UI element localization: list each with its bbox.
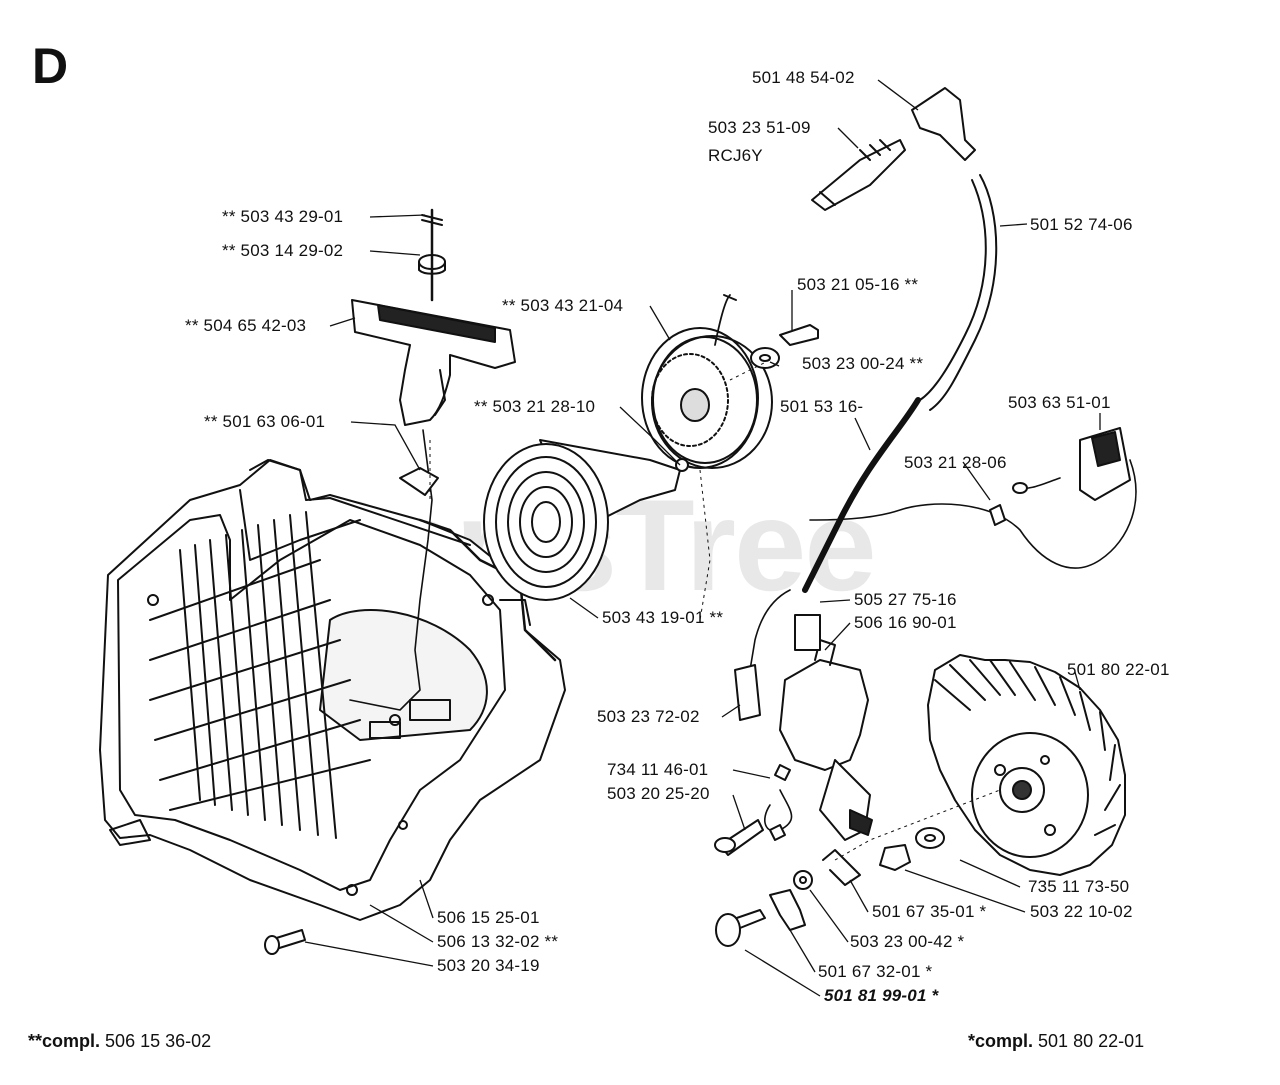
part-label: 501 52 74-06 <box>1030 215 1133 234</box>
part-label: 506 13 32-02 ** <box>437 932 559 951</box>
recoil-spring-drawing <box>483 439 689 601</box>
part-label: 501 48 54-02 <box>752 68 855 87</box>
part-label: 503 63 51-01 <box>1008 393 1111 412</box>
starter-handle-drawing <box>349 208 516 711</box>
part-label: 501 80 22-01 <box>1067 660 1170 679</box>
footer-right-prefix: *compl. <box>968 1031 1034 1051</box>
rope-pulley-drawing <box>641 294 773 469</box>
part-label: 503 43 19-01 ** <box>602 608 724 627</box>
part-label: 505 27 75-16 <box>854 590 957 609</box>
footer-left-value: 506 15 36-02 <box>105 1031 212 1051</box>
footer-right: *compl. 501 80 22-01 <box>968 1030 1144 1052</box>
part-label: 734 11 46-01 <box>607 760 709 779</box>
stop-switch-drawing <box>809 427 1137 569</box>
part-label: RCJ6Y <box>708 146 763 165</box>
part-label: 503 22 10-02 <box>1030 902 1133 921</box>
grille-slats <box>149 511 371 839</box>
part-label: 506 15 25-01 <box>437 908 540 927</box>
small-hardware-drawing <box>264 764 945 955</box>
part-label: 501 81 99-01 * <box>824 986 939 1005</box>
dashed-assembly-lines <box>429 359 1001 861</box>
ignition-module-drawing <box>734 589 873 841</box>
part-label: 503 21 28-06 <box>904 453 1007 472</box>
leader-lines <box>304 79 1101 997</box>
footer-right-value: 501 80 22-01 <box>1038 1031 1145 1051</box>
starter-housing-drawing <box>99 459 566 921</box>
part-label: ** 501 63 06-01 <box>204 412 326 431</box>
part-label: ** 503 14 29-02 <box>222 241 344 260</box>
part-label: 503 20 34-19 <box>437 956 540 975</box>
footer-left-prefix: **compl. <box>28 1031 101 1051</box>
part-label: 501 67 32-01 * <box>818 962 933 981</box>
part-label: 503 23 51-09 <box>708 118 811 137</box>
section-letter: D <box>32 38 69 94</box>
part-label: ** 503 43 21-04 <box>502 296 624 315</box>
part-label: 503 21 05-16 ** <box>797 275 919 294</box>
part-label: 501 53 16- <box>780 397 864 416</box>
spark-plug-drawing <box>811 87 976 211</box>
part-label: 503 23 72-02 <box>597 707 700 726</box>
part-label: 735 11 73-50 <box>1028 877 1130 896</box>
part-label: 503 23 00-42 * <box>850 932 965 951</box>
part-label: 503 20 25-20 <box>607 784 710 803</box>
part-label: ** 503 21 28-10 <box>474 397 596 416</box>
flywheel-drawing <box>927 654 1126 876</box>
ht-lead-drawing <box>802 174 998 593</box>
part-label: 501 67 35-01 * <box>872 902 987 921</box>
part-label: 503 23 00-24 ** <box>802 354 924 373</box>
part-label: ** 504 65 42-03 <box>185 316 307 335</box>
part-label: 506 16 90-01 <box>854 613 957 632</box>
footer-left: **compl. 506 15 36-02 <box>28 1030 211 1052</box>
part-label: ** 503 43 29-01 <box>222 207 344 226</box>
